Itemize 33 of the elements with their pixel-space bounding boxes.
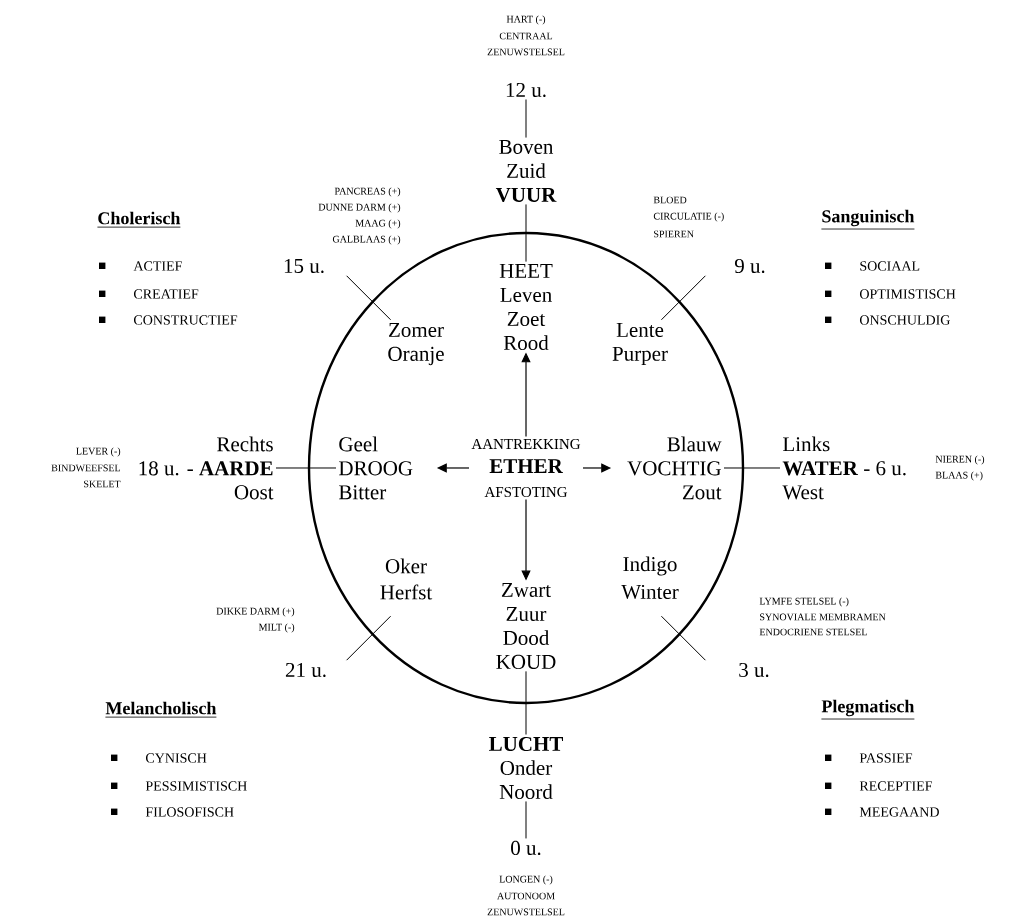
season-label: Lente <box>616 323 664 337</box>
season-label: Oranje <box>388 346 444 366</box>
direction-label: LUCHT Onder Noord <box>489 736 563 800</box>
tick-line <box>525 203 527 263</box>
quality-label: HEET Leven Zoet Rood <box>499 264 553 350</box>
tick-line <box>525 800 527 839</box>
quality-label: Geel DROOG Bitter <box>339 436 413 500</box>
season-label: Herfst <box>380 584 433 600</box>
season-label: Winter <box>621 584 679 600</box>
circle-outline <box>307 231 745 705</box>
temperament-heading: Plegmatisch <box>821 699 915 720</box>
direction-label: Links WATER - 6 u. West <box>782 436 906 500</box>
season-label: Oker <box>385 558 427 574</box>
tick-line <box>723 467 781 469</box>
hour-label: 15 u. <box>284 258 324 274</box>
hour-label: 12 u. <box>506 82 546 98</box>
season-label: Purper <box>612 346 668 366</box>
season-label: Zomer <box>389 323 444 337</box>
temperament-heading: Cholerisch <box>97 211 181 228</box>
tick-line <box>275 467 337 469</box>
hour-label: 9 u. <box>734 258 765 274</box>
hour-label: 0 u. <box>511 840 541 856</box>
tick-line <box>525 670 527 736</box>
season-label: Indigo <box>623 556 677 576</box>
tick-line <box>525 99 527 139</box>
quality-label: Blauw VOCHTIG Zout <box>627 436 722 500</box>
temperament-heading: Sanguinisch <box>821 209 915 230</box>
direction-label: Boven Zuid VUUR <box>495 140 557 203</box>
quality-label: Zwart Zuur Dood KOUD <box>496 583 556 669</box>
hour-label: 3 u. <box>739 662 769 678</box>
hour-label: 21 u. <box>285 662 326 678</box>
direction-label: Rechts 18 u. - AARDE Oost <box>139 436 274 500</box>
temperament-heading: Melancholisch <box>105 701 217 718</box>
